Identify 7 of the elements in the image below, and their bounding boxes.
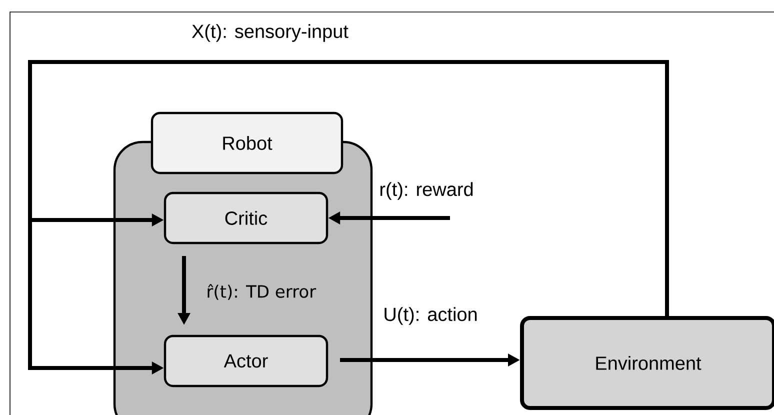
actor-box: Actor [164, 334, 328, 388]
edge-label: U(t): action [384, 307, 477, 325]
edge-label: X(t): sensory-input [192, 24, 348, 42]
edge-label: r̂(t): TD error [208, 284, 316, 300]
environment-box: Environment [520, 316, 774, 410]
edge-label: r(t): reward [380, 182, 473, 200]
critic-box: Critic [164, 192, 328, 244]
